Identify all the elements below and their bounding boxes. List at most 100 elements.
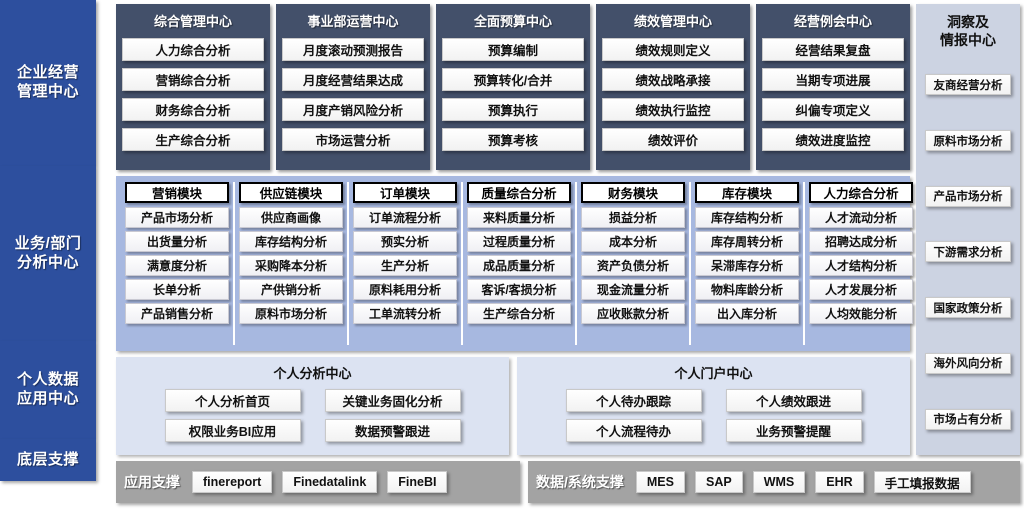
support-item[interactable]: SAP xyxy=(694,471,743,493)
sidebar-item-foundation[interactable]: 底层支撑 xyxy=(0,439,96,481)
business-item[interactable]: 供应商画像 xyxy=(239,207,343,228)
insight-item[interactable]: 友商经营分析 xyxy=(925,74,1011,96)
business-item[interactable]: 招聘达成分析 xyxy=(809,231,913,252)
enterprise-column-title: 全面预算中心 xyxy=(473,14,552,29)
support-item[interactable]: FineBI xyxy=(387,471,448,493)
enterprise-item[interactable]: 经营结果复盘 xyxy=(762,38,904,61)
business-column-title[interactable]: 人力综合分析 xyxy=(809,182,913,203)
personal-panel: 个人门户中心个人待办跟踪个人绩效跟进个人流程待办业务预警提醒 xyxy=(517,357,910,455)
business-column-title[interactable]: 供应链模块 xyxy=(239,182,343,203)
business-column-title[interactable]: 库存模块 xyxy=(695,182,799,203)
enterprise-item[interactable]: 绩效执行监控 xyxy=(602,98,744,121)
support-item[interactable]: MES xyxy=(635,471,685,493)
enterprise-item[interactable]: 市场运营分析 xyxy=(282,128,424,151)
enterprise-item[interactable]: 纠偏专项定义 xyxy=(762,98,904,121)
business-column-title[interactable]: 订单模块 xyxy=(353,182,457,203)
business-item[interactable]: 采购降本分析 xyxy=(239,255,343,276)
insight-item[interactable]: 市场占有分析 xyxy=(925,408,1011,430)
enterprise-column-title: 事业部运营中心 xyxy=(307,14,399,29)
business-item[interactable]: 生产分析 xyxy=(353,255,457,276)
enterprise-item[interactable]: 月度滚动预测报告 xyxy=(282,38,424,61)
business-column-title[interactable]: 营销模块 xyxy=(125,182,229,203)
business-item[interactable]: 客诉/客损分析 xyxy=(467,279,571,300)
enterprise-column: 综合管理中心人力综合分析营销综合分析财务综合分析生产综合分析 xyxy=(116,4,270,170)
enterprise-item[interactable]: 预算转化/合并 xyxy=(442,68,584,91)
enterprise-item[interactable]: 财务综合分析 xyxy=(122,98,264,121)
personal-item[interactable]: 权限业务BI应用 xyxy=(164,419,301,442)
enterprise-item[interactable]: 预算编制 xyxy=(442,38,584,61)
personal-item[interactable]: 个人待办跟踪 xyxy=(565,389,702,412)
personal-item-grid: 个人分析首页关键业务固化分析权限业务BI应用数据预警跟进 xyxy=(164,389,461,442)
enterprise-item[interactable]: 绩效规则定义 xyxy=(602,38,744,61)
business-item[interactable]: 现金流量分析 xyxy=(581,279,685,300)
business-item[interactable]: 出货量分析 xyxy=(125,231,229,252)
personal-panel-title: 个人分析中心 xyxy=(273,366,352,381)
sidebar-item-business[interactable]: 业务/部门分析中心 xyxy=(0,166,96,341)
business-item[interactable]: 工单流转分析 xyxy=(353,303,457,324)
business-item[interactable]: 物料库龄分析 xyxy=(695,279,799,300)
business-item[interactable]: 过程质量分析 xyxy=(467,231,571,252)
business-item[interactable]: 成本分析 xyxy=(581,231,685,252)
personal-panel: 个人分析中心个人分析首页关键业务固化分析权限业务BI应用数据预警跟进 xyxy=(116,357,509,455)
insight-item[interactable]: 下游需求分析 xyxy=(925,241,1011,263)
enterprise-item[interactable]: 预算执行 xyxy=(442,98,584,121)
enterprise-item[interactable]: 预算考核 xyxy=(442,128,584,151)
business-item[interactable]: 应收账款分析 xyxy=(581,303,685,324)
support-item[interactable]: EHR xyxy=(815,471,864,493)
business-item[interactable]: 呆滞库存分析 xyxy=(695,255,799,276)
insight-item[interactable]: 海外风向分析 xyxy=(925,352,1011,374)
business-item[interactable]: 库存结构分析 xyxy=(695,207,799,228)
business-item[interactable]: 库存结构分析 xyxy=(239,231,343,252)
business-item[interactable]: 人才流动分析 xyxy=(809,207,913,228)
business-item[interactable]: 出入库分析 xyxy=(695,303,799,324)
business-column-title[interactable]: 质量综合分析 xyxy=(467,182,571,203)
business-item[interactable]: 库存周转分析 xyxy=(695,231,799,252)
personal-item[interactable]: 关键业务固化分析 xyxy=(324,389,461,412)
business-item[interactable]: 人才结构分析 xyxy=(809,255,913,276)
business-item[interactable]: 产品销售分析 xyxy=(125,303,229,324)
support-item[interactable]: WMS xyxy=(752,471,806,493)
enterprise-item[interactable]: 月度经营结果达成 xyxy=(282,68,424,91)
enterprise-item[interactable]: 人力综合分析 xyxy=(122,38,264,61)
enterprise-column-title: 绩效管理中心 xyxy=(633,14,712,29)
business-item[interactable]: 原料市场分析 xyxy=(239,303,343,324)
enterprise-item[interactable]: 当期专项进展 xyxy=(762,68,904,91)
support-item[interactable]: Finedatalink xyxy=(282,471,378,493)
business-item[interactable]: 原料耗用分析 xyxy=(353,279,457,300)
business-item[interactable]: 损益分析 xyxy=(581,207,685,228)
business-item[interactable]: 产供销分析 xyxy=(239,279,343,300)
business-item[interactable]: 成品质量分析 xyxy=(467,255,571,276)
business-item[interactable]: 生产综合分析 xyxy=(467,303,571,324)
sidebar-item-enterprise[interactable]: 企业经营管理中心 xyxy=(0,0,96,166)
sidebar-item-personal[interactable]: 个人数据应用中心 xyxy=(0,341,96,439)
business-item[interactable]: 来料质量分析 xyxy=(467,207,571,228)
support-item[interactable]: finereport xyxy=(192,471,273,493)
enterprise-item[interactable]: 绩效进度监控 xyxy=(762,128,904,151)
support-item[interactable]: 手工填报数据 xyxy=(873,471,971,493)
business-column: 营销模块产品市场分析出货量分析满意度分析长单分析产品销售分析 xyxy=(121,182,235,345)
personal-item[interactable]: 数据预警跟进 xyxy=(324,419,461,442)
enterprise-item[interactable]: 月度产销风险分析 xyxy=(282,98,424,121)
business-item[interactable]: 人均效能分析 xyxy=(809,303,913,324)
business-item[interactable]: 产品市场分析 xyxy=(125,207,229,228)
business-item[interactable]: 资产负债分析 xyxy=(581,255,685,276)
personal-item[interactable]: 业务预警提醒 xyxy=(725,419,862,442)
personal-item[interactable]: 个人绩效跟进 xyxy=(725,389,862,412)
business-item[interactable]: 预实分析 xyxy=(353,231,457,252)
personal-item[interactable]: 个人分析首页 xyxy=(164,389,301,412)
business-item[interactable]: 人才发展分析 xyxy=(809,279,913,300)
personal-item[interactable]: 个人流程待办 xyxy=(565,419,702,442)
insight-item[interactable]: 国家政策分析 xyxy=(925,297,1011,319)
business-item[interactable]: 长单分析 xyxy=(125,279,229,300)
insight-item[interactable]: 产品市场分析 xyxy=(925,185,1011,207)
enterprise-column: 全面预算中心预算编制预算转化/合并预算执行预算考核 xyxy=(436,4,590,170)
business-item[interactable]: 满意度分析 xyxy=(125,255,229,276)
enterprise-item[interactable]: 营销综合分析 xyxy=(122,68,264,91)
insight-item[interactable]: 原料市场分析 xyxy=(925,130,1011,152)
enterprise-item[interactable]: 绩效评价 xyxy=(602,128,744,151)
enterprise-item[interactable]: 绩效战略承接 xyxy=(602,68,744,91)
business-item[interactable]: 订单流程分析 xyxy=(353,207,457,228)
business-column-title[interactable]: 财务模块 xyxy=(581,182,685,203)
enterprise-item[interactable]: 生产综合分析 xyxy=(122,128,264,151)
